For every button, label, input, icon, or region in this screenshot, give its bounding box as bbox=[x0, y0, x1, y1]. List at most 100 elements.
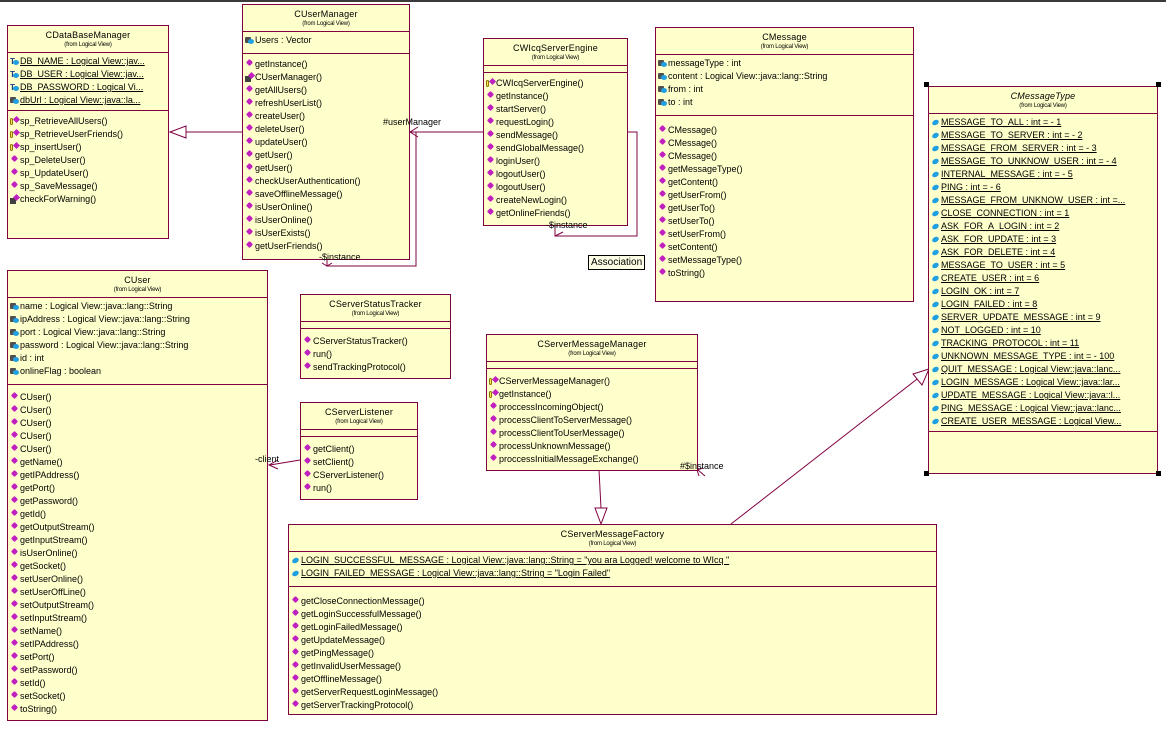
attribute-row[interactable]: LOGIN_OK : int = 7 bbox=[931, 285, 1155, 298]
operation-row[interactable]: getPort() bbox=[10, 482, 265, 495]
attribute-row[interactable]: DB_NAME : Logical View::jav... bbox=[10, 55, 166, 68]
operation-row[interactable]: CUser() bbox=[10, 443, 265, 456]
operation-row[interactable]: createNewLogin() bbox=[486, 194, 625, 207]
operation-row[interactable]: setName() bbox=[10, 625, 265, 638]
operation-row[interactable]: logoutUser() bbox=[486, 181, 625, 194]
class-cusermanager[interactable]: CUserManager (from Logical View) Users :… bbox=[242, 4, 410, 260]
operation-row[interactable]: run() bbox=[303, 482, 415, 495]
operation-row[interactable]: getInstance() bbox=[486, 90, 625, 103]
operation-row[interactable]: getInputStream() bbox=[10, 534, 265, 547]
operation-row[interactable]: setIPAddress() bbox=[10, 638, 265, 651]
attribute-row[interactable]: LOGIN_FAILED_MESSAGE : Logical View::jav… bbox=[291, 567, 934, 580]
operation-row[interactable]: proccessInitialMessageExchange() bbox=[489, 453, 695, 466]
operation-row[interactable]: logoutUser() bbox=[486, 168, 625, 181]
attribute-row[interactable]: messageType : int bbox=[658, 57, 911, 70]
attribute-row[interactable]: ASK_FOR_A_LOGIN : int = 2 bbox=[931, 220, 1155, 233]
operation-row[interactable]: getName() bbox=[10, 456, 265, 469]
operation-row[interactable]: getServerRequestLoginMessage() bbox=[291, 686, 934, 699]
attribute-row[interactable]: LOGIN_SUCCESSFUL_MESSAGE : Logical View:… bbox=[291, 554, 934, 567]
operation-row[interactable]: getMessageType() bbox=[658, 163, 911, 176]
attribute-row[interactable]: MESSAGE_TO_ALL : int = - 1 bbox=[931, 116, 1155, 129]
attribute-row[interactable]: DB_PASSWORD : Logical Vi... bbox=[10, 81, 166, 94]
operation-row[interactable]: setUserOnline() bbox=[10, 573, 265, 586]
attribute-row[interactable]: MESSAGE_FROM_SERVER : int = - 3 bbox=[931, 142, 1155, 155]
operation-row[interactable]: getClient() bbox=[303, 443, 415, 456]
operation-row[interactable]: proccessIncomingObject() bbox=[489, 401, 695, 414]
operation-row[interactable]: setSocket() bbox=[10, 690, 265, 703]
operation-row[interactable]: CUserManager() bbox=[245, 71, 407, 84]
attribute-row[interactable]: password : Logical View::java::lang::Str… bbox=[10, 339, 265, 352]
operation-row[interactable]: sendTrackingProtocol() bbox=[303, 361, 448, 374]
attribute-row[interactable]: LOGIN_MESSAGE : Logical View::java::lar.… bbox=[931, 376, 1155, 389]
operation-row[interactable]: sp_insertUser() bbox=[10, 141, 166, 154]
operation-row[interactable]: getUserFriends() bbox=[245, 240, 407, 253]
operation-row[interactable]: getOutputStream() bbox=[10, 521, 265, 534]
operation-row[interactable]: setContent() bbox=[658, 241, 911, 254]
attribute-row[interactable]: port : Logical View::java::lang::String bbox=[10, 326, 265, 339]
operation-row[interactable]: getOnlineFriends() bbox=[486, 207, 625, 220]
class-cuser[interactable]: CUser (from Logical View) name : Logical… bbox=[7, 270, 268, 721]
attribute-row[interactable]: ASK_FOR_UPDATE : int = 3 bbox=[931, 233, 1155, 246]
operation-row[interactable]: getPassword() bbox=[10, 495, 265, 508]
attribute-row[interactable]: CLOSE_CONNECTION : int = 1 bbox=[931, 207, 1155, 220]
operation-row[interactable]: setClient() bbox=[303, 456, 415, 469]
operation-row[interactable]: CMessage() bbox=[658, 150, 911, 163]
class-cserverstatustracker[interactable]: CServerStatusTracker (from Logical View)… bbox=[300, 294, 451, 379]
operation-row[interactable]: checkForWarning() bbox=[10, 193, 166, 206]
attribute-row[interactable]: LOGIN_FAILED : int = 8 bbox=[931, 298, 1155, 311]
operation-row[interactable]: getUserFrom() bbox=[658, 189, 911, 202]
operation-row[interactable]: getServerTrackingProtocol() bbox=[291, 699, 934, 712]
operation-row[interactable]: CUser() bbox=[10, 430, 265, 443]
operation-row[interactable]: getInstance() bbox=[245, 58, 407, 71]
operation-row[interactable]: updateUser() bbox=[245, 136, 407, 149]
attribute-row[interactable]: MESSAGE_FROM_UNKNOW_USER : int =... bbox=[931, 194, 1155, 207]
class-cservermessagefactory[interactable]: CServerMessageFactory (from Logical View… bbox=[288, 524, 937, 715]
operation-row[interactable]: sendGlobalMessage() bbox=[486, 142, 625, 155]
attribute-row[interactable]: INTERNAL_MESSAGE : int = - 5 bbox=[931, 168, 1155, 181]
attribute-row[interactable]: QUIT_MESSAGE : Logical View::java::lanc.… bbox=[931, 363, 1155, 376]
operation-row[interactable]: getLoginFailedMessage() bbox=[291, 621, 934, 634]
operation-row[interactable]: getSocket() bbox=[10, 560, 265, 573]
operation-row[interactable]: getUser() bbox=[245, 149, 407, 162]
attribute-row[interactable]: UNKNOWN_MESSAGE_TYPE : int = - 100 bbox=[931, 350, 1155, 363]
class-cservermessagemanager[interactable]: CServerMessageManager (from Logical View… bbox=[486, 334, 698, 471]
operation-row[interactable]: getUserTo() bbox=[658, 202, 911, 215]
operation-row[interactable]: toString() bbox=[658, 267, 911, 280]
operation-row[interactable]: sp_RetrieveUserFriends() bbox=[10, 128, 166, 141]
operation-row[interactable]: sp_SaveMessage() bbox=[10, 180, 166, 193]
attribute-row[interactable]: from : int bbox=[658, 83, 911, 96]
operation-row[interactable]: refreshUserList() bbox=[245, 97, 407, 110]
selection-handle-bottom-right[interactable] bbox=[1156, 471, 1161, 476]
operation-row[interactable]: createUser() bbox=[245, 110, 407, 123]
operation-row[interactable]: startServer() bbox=[486, 103, 625, 116]
selection-handle-top-left[interactable] bbox=[924, 82, 929, 87]
operation-row[interactable]: getInvalidUserMessage() bbox=[291, 660, 934, 673]
operation-row[interactable]: CServerStatusTracker() bbox=[303, 335, 448, 348]
operation-row[interactable]: CMessage() bbox=[658, 124, 911, 137]
attribute-row[interactable]: MESSAGE_TO_USER : int = 5 bbox=[931, 259, 1155, 272]
operation-row[interactable]: checkUserAuthentication() bbox=[245, 175, 407, 188]
operation-row[interactable]: CUser() bbox=[10, 404, 265, 417]
class-cmessage[interactable]: CMessage (from Logical View) messageType… bbox=[655, 27, 914, 302]
operation-row[interactable]: isUserOnline() bbox=[10, 547, 265, 560]
class-cserverlistener[interactable]: CServerListener (from Logical View) getC… bbox=[300, 402, 418, 500]
attribute-row[interactable]: to : int bbox=[658, 96, 911, 109]
operation-row[interactable]: getIPAddress() bbox=[10, 469, 265, 482]
operation-row[interactable]: sp_DeleteUser() bbox=[10, 154, 166, 167]
attribute-row[interactable]: onlineFlag : boolean bbox=[10, 365, 265, 378]
operation-row[interactable]: CMessage() bbox=[658, 137, 911, 150]
operation-row[interactable]: processUnknownMessage() bbox=[489, 440, 695, 453]
operation-row[interactable]: getOfflineMessage() bbox=[291, 673, 934, 686]
class-cwicqserverengine[interactable]: CWIcqServerEngine (from Logical View) CW… bbox=[483, 38, 628, 226]
operation-row[interactable]: CWIcqServerEngine() bbox=[486, 77, 625, 90]
operation-row[interactable]: CServerListener() bbox=[303, 469, 415, 482]
operation-row[interactable]: setInputStream() bbox=[10, 612, 265, 625]
attribute-row[interactable]: PING_MESSAGE : Logical View::java::lanc.… bbox=[931, 402, 1155, 415]
attribute-row[interactable]: MESSAGE_TO_SERVER : int = - 2 bbox=[931, 129, 1155, 142]
operation-row[interactable]: setPort() bbox=[10, 651, 265, 664]
operation-row[interactable]: isUserOnline() bbox=[245, 201, 407, 214]
attribute-row[interactable]: NOT_LOGGED : int = 10 bbox=[931, 324, 1155, 337]
operation-row[interactable]: isUserOnline() bbox=[245, 214, 407, 227]
operation-row[interactable]: deleteUser() bbox=[245, 123, 407, 136]
selection-handle-top-right[interactable] bbox=[1156, 82, 1161, 87]
